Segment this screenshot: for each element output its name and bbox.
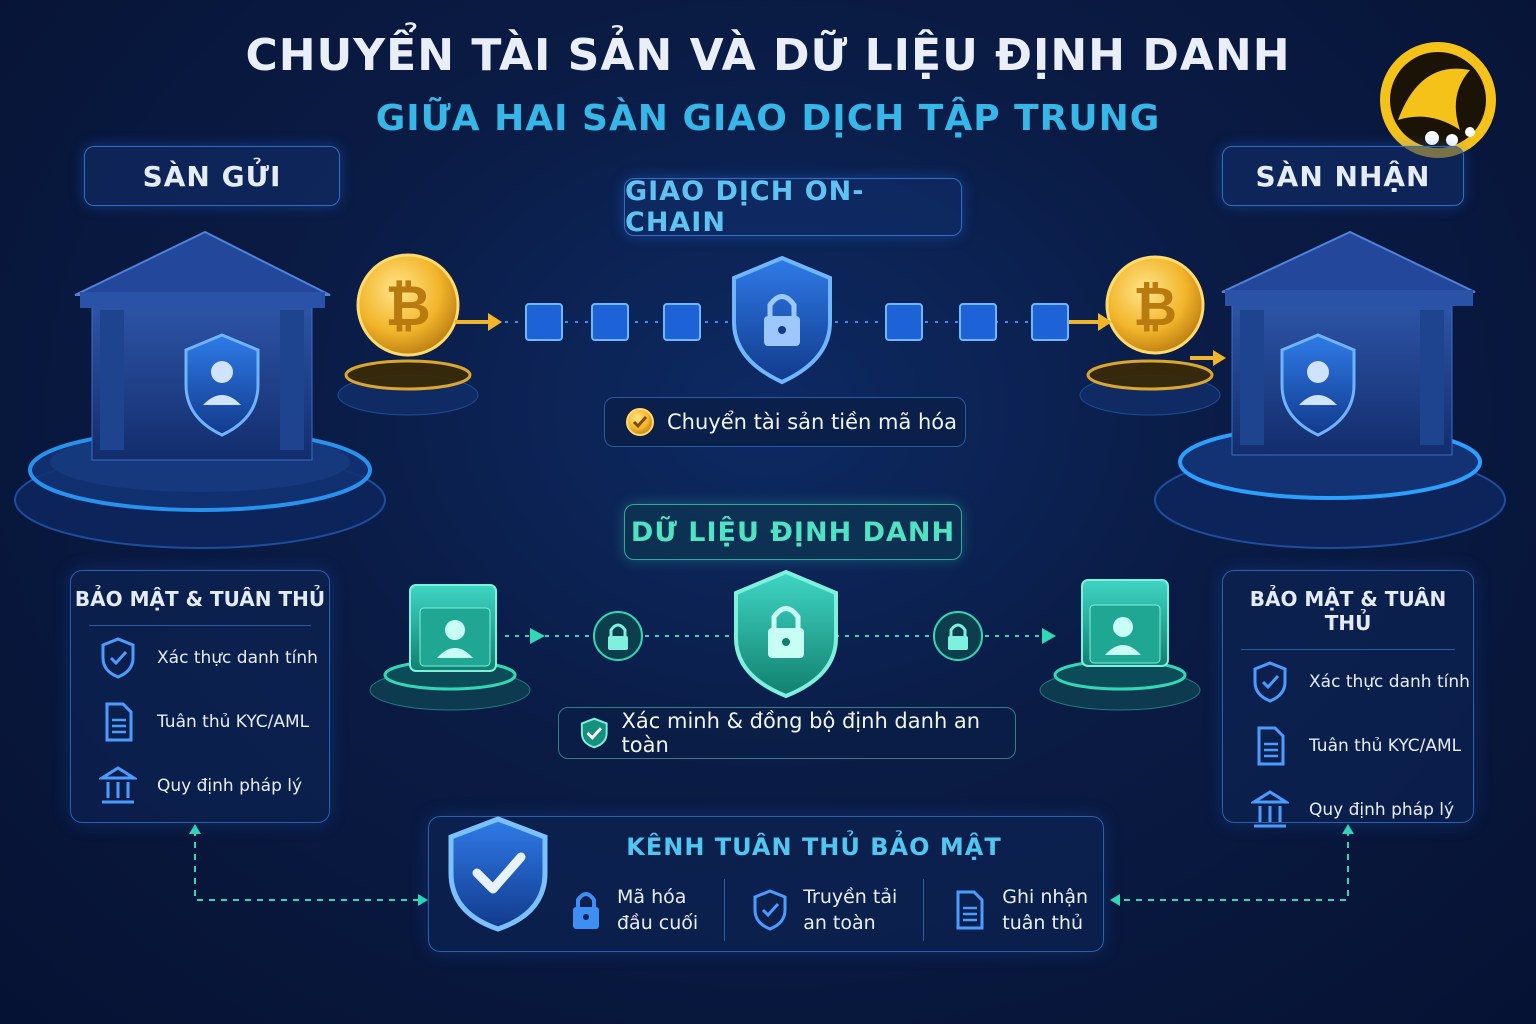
list-item-label: Quy định pháp lý (1309, 800, 1455, 820)
page-title: CHUYỂN TÀI SẢN VÀ DỮ LIỆU ĐỊNH DANH (245, 30, 1291, 81)
compliance-connectors (194, 830, 1349, 901)
onchain-section-text: GIAO DỊCH ON-CHAIN (625, 176, 865, 238)
list-item-label: Tuân thủ KYC/AML (1309, 736, 1462, 756)
list-item-label: Mã hóa đầu cuối (617, 886, 699, 934)
document-icon (105, 702, 133, 742)
list-item-label: Quy định pháp lý (157, 776, 303, 796)
onchain-section-label: GIAO DỊCH ON-CHAIN (624, 176, 962, 238)
compliance-channel-title: KÊNH TUÂN THỦ BẢO MẬT (626, 833, 1002, 861)
brand-logo (1380, 42, 1496, 158)
list-item-label: Ghi nhận tuân thủ (1002, 886, 1089, 934)
shield-check-icon (101, 637, 135, 679)
big-shield-check-icon (448, 816, 548, 932)
receiver-building (1154, 230, 1506, 549)
compliance-channel-items: Mã hóa đầu cuối Truyền tải an toàn Ghi n… (569, 879, 1088, 941)
onchain-caption-text: Chuyển tài sản tiền mã hóa (667, 410, 958, 434)
shield-check-icon (580, 717, 608, 749)
onchain-flow: ₿ ₿ (337, 253, 1226, 416)
document-icon (1257, 726, 1285, 766)
page-subtitle: GIỮA HAI SÀN GIAO DỊCH TẬP TRUNG (375, 98, 1161, 139)
sender-panel-title: BẢO MẬT & TUÂN THỦ (74, 587, 326, 611)
shield-check-icon (1253, 661, 1287, 703)
sender-building (14, 230, 386, 549)
list-item: Tuân thủ KYC/AML (71, 690, 329, 754)
svg-text:₿: ₿ (385, 274, 431, 339)
list-item-label: Xác thực danh tính (1309, 672, 1470, 692)
lock-icon (573, 892, 599, 929)
list-item: Xác thực danh tính (71, 626, 329, 690)
list-item: Tuân thủ KYC/AML (1223, 714, 1473, 778)
sender-exchange-text: SÀN GỬI (142, 159, 282, 193)
list-item: Xác thực danh tính (1223, 650, 1473, 714)
sender-exchange-label: SÀN GỬI (84, 146, 340, 206)
list-item: Quy định pháp lý (1223, 778, 1473, 842)
identity-caption: Xác minh & đồng bộ định danh an toàn (558, 707, 1016, 759)
receiver-exchange-label: SÀN NHẬN (1222, 146, 1464, 206)
identity-section-text: DỮ LIỆU ĐỊNH DANH (630, 516, 956, 548)
svg-text:₿: ₿ (1133, 275, 1177, 338)
list-item: Truyền tải an toàn (751, 884, 897, 936)
receiver-exchange-text: SÀN NHẬN (1255, 159, 1431, 193)
list-item-label: Truyền tải an toàn (803, 886, 898, 934)
shield-check-icon (753, 889, 787, 931)
list-item-label: Tuân thủ KYC/AML (157, 712, 310, 732)
gold-check-icon (626, 408, 654, 436)
onchain-caption: Chuyển tài sản tiền mã hóa (604, 397, 966, 447)
divider (89, 625, 311, 626)
divider (1241, 649, 1455, 650)
sender-compliance-panel: BẢO MẬT & TUÂN THỦ Xác thực danh tính Tu… (70, 570, 330, 823)
identity-caption-text: Xác minh & đồng bộ định danh an toàn (621, 709, 981, 757)
identity-flow (369, 569, 1201, 711)
list-item: Ghi nhận tuân thủ (950, 884, 1088, 936)
receiver-compliance-panel: BẢO MẬT & TUÂN THỦ Xác thực danh tính Tu… (1222, 570, 1474, 828)
receiver-panel-title: BẢO MẬT & TUÂN THỦ (1249, 587, 1447, 635)
list-item: Quy định pháp lý (71, 754, 329, 818)
list-item-label: Xác thực danh tính (157, 648, 318, 668)
list-item: Mã hóa đầu cuối (569, 884, 698, 936)
document-icon (956, 890, 984, 930)
divider (923, 879, 925, 941)
identity-section-label: DỮ LIỆU ĐỊNH DANH (624, 504, 962, 560)
bank-icon (1251, 790, 1289, 828)
compliance-channel-panel: KÊNH TUÂN THỦ BẢO MẬT Mã hóa đầu cuối Tr… (428, 816, 1104, 952)
divider (724, 879, 726, 941)
bank-icon (99, 766, 137, 804)
